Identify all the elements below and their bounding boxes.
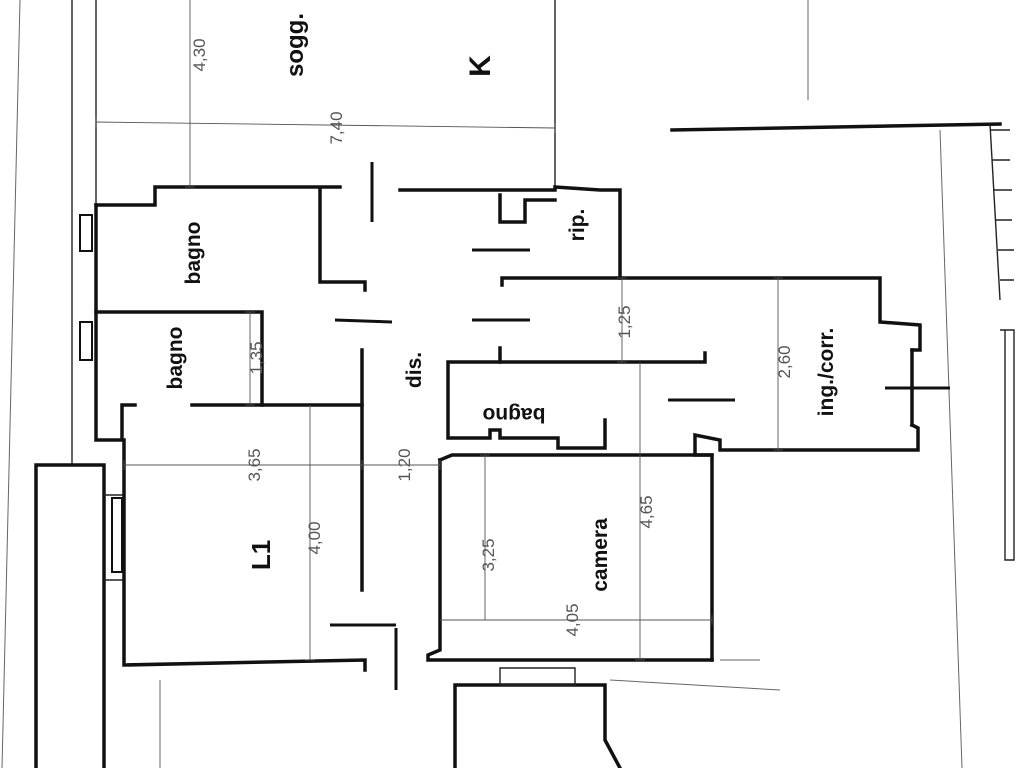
- dim-label-l1-depth: 4,00: [305, 521, 324, 554]
- left-margin-line: [1, 0, 21, 768]
- bagno2-bottom-wall: [190, 348, 364, 407]
- door-bagno1: [334, 318, 393, 324]
- dim-label-camera-depth: 4,65: [637, 495, 656, 528]
- room-label-l1: L1: [246, 540, 276, 570]
- dim-label-camera-width: 4,05: [563, 603, 582, 636]
- facade-line: [939, 129, 963, 768]
- bagno3-top-wall: [498, 351, 707, 364]
- room-label-bagno-3: bagno: [483, 403, 546, 426]
- bagno1-right-wall: [318, 188, 367, 292]
- ingresso-top-wall: [500, 276, 922, 352]
- dim-label-ingresso: 2,60: [775, 345, 794, 378]
- room-label-soggiorno: sogg.: [282, 13, 309, 77]
- dim-label-sogg-width: 7,40: [327, 111, 346, 144]
- camera-top-wall: [437, 453, 714, 463]
- dim-label-ripost: 1,25: [615, 305, 634, 338]
- window-l1: [111, 497, 123, 573]
- dimension-ticks: [95, 117, 783, 661]
- ingresso-bottom-wall: [693, 422, 920, 662]
- lower-right-edge-2: [609, 679, 781, 691]
- walls: [94, 185, 922, 672]
- room-labels: sogg. K bagno bagno bagno rip. dis. ing.…: [164, 13, 838, 592]
- bagno1-top-wall: [94, 185, 342, 207]
- window-bagno2: [79, 321, 93, 361]
- room-label-ripostiglio: rip.: [566, 209, 589, 242]
- dimension-labels: 4,30 7,40 1,35 3,65 1,20 4,00 1,25 2,60 …: [190, 38, 794, 636]
- room-label-kitchen: K: [464, 55, 497, 77]
- camera-window-sill: [499, 667, 576, 686]
- bagno3-walls: [446, 346, 607, 450]
- room-label-bagno-2: bagno: [164, 327, 187, 390]
- stair-block: [34, 463, 106, 768]
- room-label-ingresso: ing./corr.: [815, 328, 838, 417]
- dimension-lines: [95, 0, 783, 661]
- stair-window-frame: [104, 494, 124, 581]
- bagno2-left-wall: [94, 310, 137, 442]
- camera-walls: [426, 458, 714, 662]
- dim-label-camera-inner: 3,25: [479, 538, 498, 571]
- lower-neighbor-block: [453, 683, 622, 768]
- windows: [79, 214, 123, 573]
- l1-walls: [122, 438, 367, 672]
- dim-label-dis-width: 1,20: [395, 448, 414, 481]
- rip-walls: [398, 185, 622, 280]
- room-label-disimpegno: dis.: [403, 352, 426, 388]
- balcony-railing: [989, 123, 1014, 301]
- dim-label-sogg-depth: 4,30: [190, 38, 209, 71]
- room-label-bagno-1: bagno: [182, 222, 205, 285]
- dim-line-sogg-width: [95, 121, 556, 129]
- dim-label-l1-width: 3,65: [245, 448, 264, 481]
- window-bagno1: [79, 214, 93, 252]
- bagno1-bottom-wall: [94, 203, 264, 407]
- doors: [330, 162, 950, 690]
- balcony-edge: [670, 122, 1002, 132]
- rip-door-jamb: [498, 193, 557, 224]
- room-label-camera: camera: [589, 518, 612, 592]
- terrace-railing: [1000, 329, 1015, 561]
- dim-label-bagno2: 1,35: [247, 341, 266, 374]
